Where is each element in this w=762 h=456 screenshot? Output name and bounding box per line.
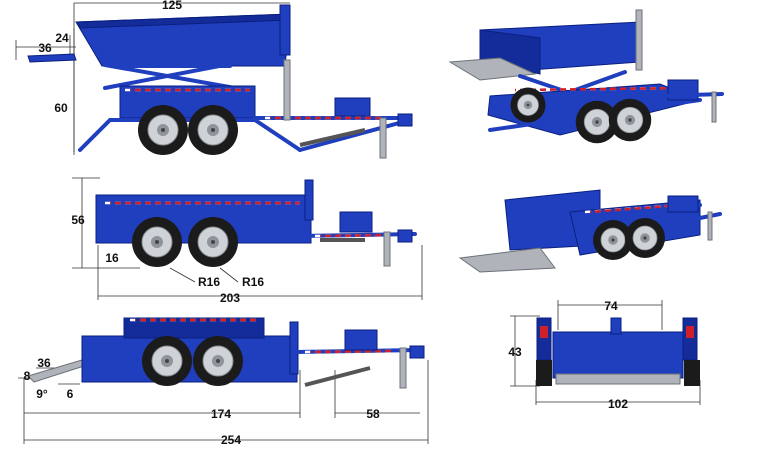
dim-radius-rear: R16	[242, 275, 264, 289]
dim-rear-height: 43	[508, 345, 522, 359]
dim-ramp-rise: 24	[55, 31, 69, 45]
dim-total-length: 254	[221, 433, 241, 447]
dim-inner-width: 74	[604, 299, 618, 313]
dim-ground-clearance: 16	[105, 251, 119, 265]
dim-ramp-height: 8	[24, 369, 31, 383]
dim-bed-length: 174	[211, 407, 231, 421]
side-view-lowered: 56 16 R16 R16 203	[71, 177, 423, 305]
perspective-view-raised	[448, 9, 724, 144]
dim-height: 60	[54, 101, 68, 115]
side-view-raised: 125 24 36 60	[15, 0, 413, 159]
dim-ramp-angle: 9°	[36, 387, 48, 401]
dim-overall-lowered: 203	[220, 291, 240, 305]
dim-ramp-drop: 6	[67, 387, 74, 401]
dim-overall-bed: 125	[162, 0, 182, 12]
perspective-view-ramp	[458, 189, 722, 273]
rear-view: 74 43 102	[508, 299, 701, 411]
dim-ramp-reach: 36	[37, 356, 51, 370]
dim-height-lowered: 56	[71, 213, 85, 227]
dim-radius-front: R16	[198, 275, 220, 289]
side-view-ramp: 36 8 9° 6 174 58 254	[18, 317, 429, 447]
dim-outer-width: 102	[608, 397, 628, 411]
dim-tongue-length: 58	[366, 407, 380, 421]
dim-ramp-length: 36	[38, 41, 52, 55]
